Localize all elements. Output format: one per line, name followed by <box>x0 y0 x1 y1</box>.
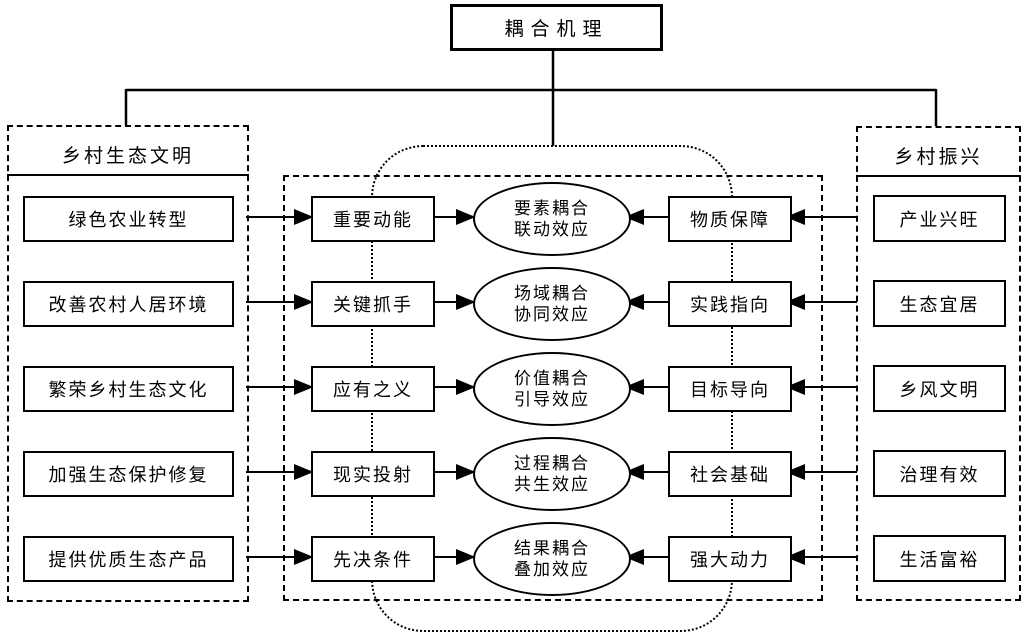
support-label-5: 强大动力 <box>690 550 770 570</box>
left-item-box-4: 加强生态保护修复 <box>23 451 234 497</box>
left-item-box-5: 提供优质生态产品 <box>23 536 234 582</box>
right-item-box-4: 治理有效 <box>873 450 1006 497</box>
role-box-1: 重要动能 <box>311 196 435 242</box>
role-label-3: 应有之义 <box>333 380 413 400</box>
support-box-2: 实践指向 <box>668 281 792 327</box>
role-label-1: 重要动能 <box>333 210 413 230</box>
right-item-box-3: 乡风文明 <box>873 365 1006 412</box>
role-box-4: 现实投射 <box>311 451 435 497</box>
right-item-box-2: 生态宜居 <box>873 280 1006 327</box>
right-item-label-2: 生态宜居 <box>899 294 980 315</box>
left-item-label-4: 加强生态保护修复 <box>48 465 209 485</box>
left-panel-divider <box>7 174 249 176</box>
title-box: 耦合机理 <box>450 4 663 51</box>
left-panel-title: 乡村生态文明 <box>61 145 194 167</box>
right-item-box-5: 生活富裕 <box>873 535 1006 582</box>
support-label-3: 目标导向 <box>690 380 770 400</box>
right-item-label-3: 乡风文明 <box>899 379 980 400</box>
left-item-box-2: 改善农村人居环境 <box>23 281 234 327</box>
support-label-2: 实践指向 <box>690 295 770 315</box>
right-panel: 乡村振兴 <box>856 126 1021 601</box>
right-item-label-4: 治理有效 <box>899 464 980 485</box>
effect-line1-2: 场域耦合 <box>514 283 590 303</box>
role-box-5: 先决条件 <box>311 536 435 582</box>
effect-ellipse-3: 价值耦合 引导效应 <box>473 352 631 426</box>
left-panel: 乡村生态文明 <box>7 125 249 602</box>
support-box-3: 目标导向 <box>668 366 792 412</box>
right-item-label-1: 产业兴旺 <box>899 209 980 230</box>
effect-ellipse-2: 场域耦合 协同效应 <box>473 267 631 341</box>
effect-line1-1: 要素耦合 <box>514 198 590 218</box>
support-box-1: 物质保障 <box>668 196 792 242</box>
left-item-box-1: 绿色农业转型 <box>23 196 234 242</box>
title-label: 耦合机理 <box>504 19 609 40</box>
mechanism-dashed-frame <box>283 175 823 601</box>
effect-ellipse-1: 要素耦合 联动效应 <box>473 182 631 256</box>
right-panel-divider <box>856 175 1021 177</box>
effect-ellipse-4: 过程耦合 共生效应 <box>473 437 631 511</box>
support-box-5: 强大动力 <box>668 536 792 582</box>
left-item-label-2: 改善农村人居环境 <box>48 295 209 315</box>
left-item-box-3: 繁荣乡村生态文化 <box>23 366 234 412</box>
role-box-2: 关键抓手 <box>311 281 435 327</box>
support-label-1: 物质保障 <box>690 210 770 230</box>
right-item-label-5: 生活富裕 <box>899 549 980 570</box>
role-label-2: 关键抓手 <box>333 295 413 315</box>
role-label-5: 先决条件 <box>333 550 413 570</box>
left-item-label-1: 绿色农业转型 <box>68 210 189 230</box>
effect-line1-3: 价值耦合 <box>514 368 590 388</box>
support-box-4: 社会基础 <box>668 451 792 497</box>
effect-line2-3: 引导效应 <box>514 390 590 409</box>
right-item-box-1: 产业兴旺 <box>873 195 1006 242</box>
right-panel-title: 乡村振兴 <box>894 146 983 168</box>
effect-line2-1: 联动效应 <box>514 220 590 239</box>
effect-line2-5: 叠加效应 <box>514 560 590 579</box>
role-label-4: 现实投射 <box>333 465 413 485</box>
effect-ellipse-5: 结果耦合 叠加效应 <box>473 522 631 596</box>
effect-line1-5: 结果耦合 <box>514 538 590 558</box>
effect-line2-2: 协同效应 <box>514 305 590 324</box>
support-label-4: 社会基础 <box>690 465 770 485</box>
effect-line2-4: 共生效应 <box>514 475 590 494</box>
left-item-label-5: 提供优质生态产品 <box>48 550 209 570</box>
role-box-3: 应有之义 <box>311 366 435 412</box>
left-item-label-3: 繁荣乡村生态文化 <box>48 380 209 400</box>
effect-line1-4: 过程耦合 <box>514 453 590 473</box>
